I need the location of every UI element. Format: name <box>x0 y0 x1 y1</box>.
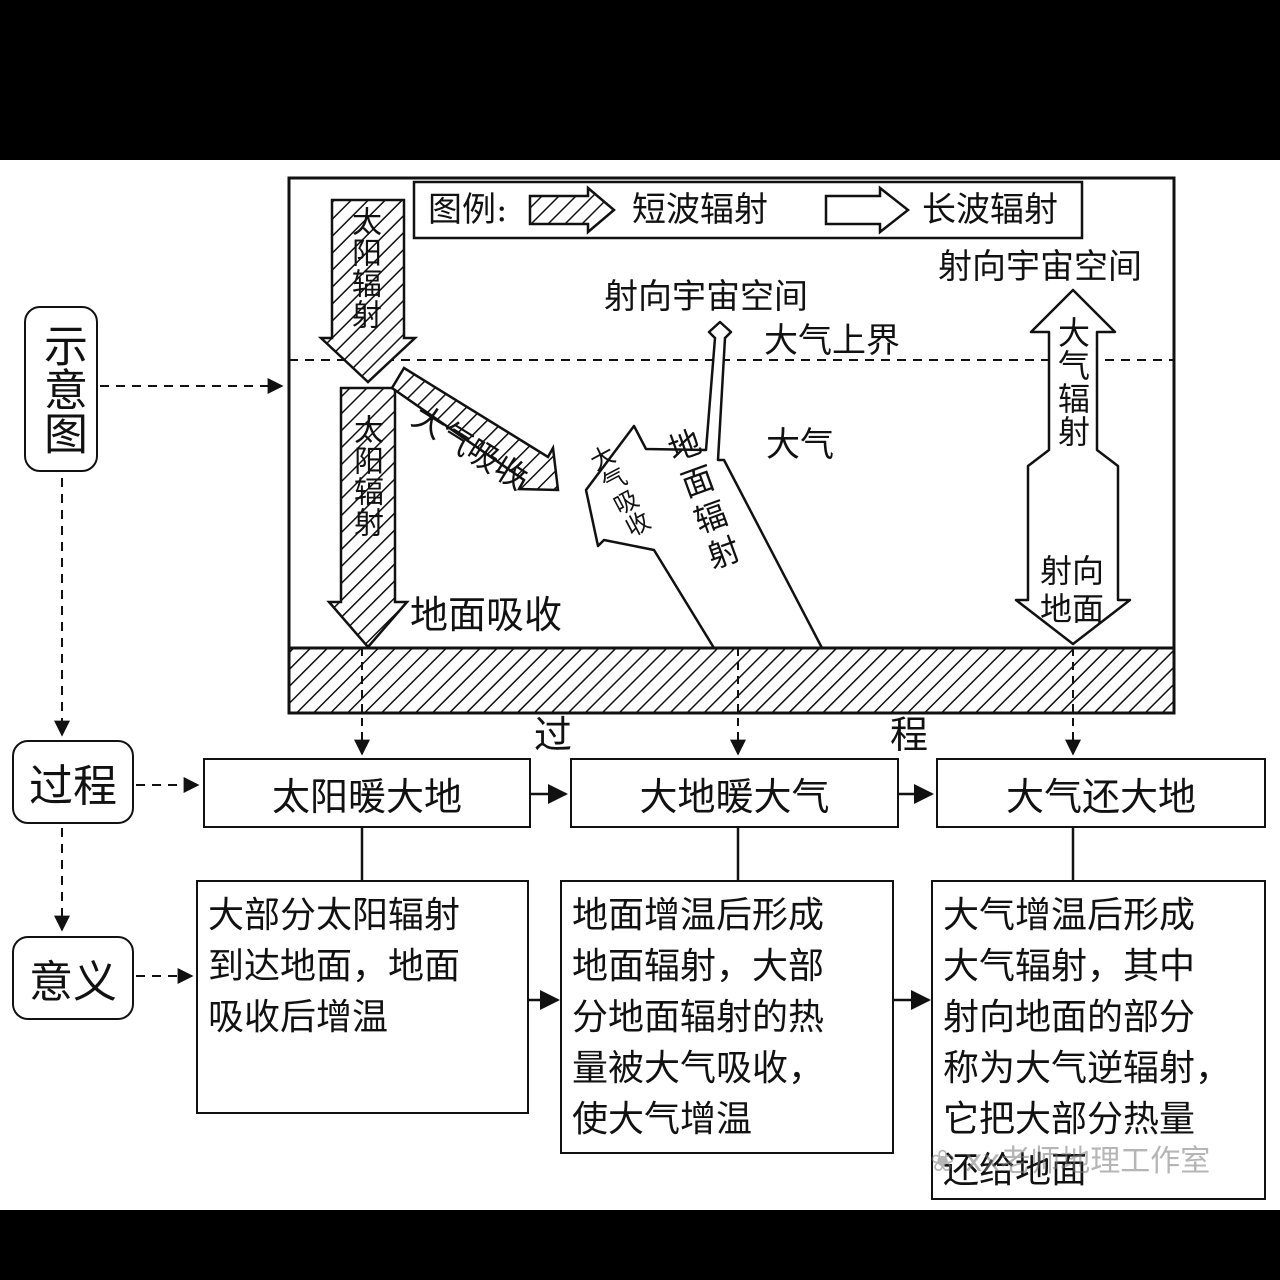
diagram-graphics <box>54 176 1176 1010</box>
meaning-box-1: 大部分太阳辐射 到达地面，地面 吸收后增温 <box>196 880 529 1114</box>
legend-longwave-arrow-icon <box>824 185 911 235</box>
legend-box <box>412 180 1084 240</box>
process-box-3: 大气还大地 <box>936 758 1266 828</box>
side-label-process: 过程 <box>12 740 134 824</box>
solar-radiation-label-top: 太阳辐射 <box>346 206 381 330</box>
solar-radiation-arrow-bottom <box>326 386 410 649</box>
toward-ground-label: 射向地面 <box>1040 552 1105 628</box>
ground-absorb-label: 地面吸收 <box>410 593 563 637</box>
legend-title: 图例: <box>428 190 508 230</box>
ground-radiation-arrow <box>584 320 824 650</box>
watermark-icon: ❀ <box>930 1144 956 1179</box>
solar-radiation-label-bottom: 太阳辐射 <box>348 414 383 538</box>
side-label-meaning: 意义 <box>12 936 134 1020</box>
atmosphere-label: 大气 <box>766 425 834 465</box>
legend-longwave-label: 长波辐射 <box>922 190 1058 230</box>
atmosphere-radiation-arrow <box>1014 288 1132 646</box>
legend-shortwave-label: 短波辐射 <box>632 190 768 230</box>
atmosphere-radiation-label: 大气辐射 <box>1053 316 1091 448</box>
process-char-1: 过 <box>534 713 573 757</box>
diagram-canvas: 图例: 短波辐射 长波辐射 太阳辐射 太阳辐射 大气吸收 射向宇宙空间 射向宇宙… <box>0 160 1280 1210</box>
watermark: ❀ xx老师地理工作室 <box>930 1136 1210 1180</box>
watermark-text: xx老师地理工作室 <box>964 1144 1211 1179</box>
meaning-box-2: 地面增温后形成 地面辐射，大部 分地面辐射的热 量被大气吸收， 使大气增温 <box>560 880 894 1154</box>
legend-shortwave-arrow-icon <box>528 185 616 235</box>
to-space-label-right: 射向宇宙空间 <box>938 247 1142 287</box>
upper-boundary-label: 大气上界 <box>764 321 900 361</box>
process-box-2: 大地暖大气 <box>570 758 899 828</box>
side-label-schematic: 示意图 <box>24 306 98 472</box>
meaning-box-3: 大气增温后形成 大气辐射，其中 射向地面的部分 称为大气逆辐射， 它把大部分热量… <box>931 880 1266 1200</box>
to-space-label-left: 射向宇宙空间 <box>604 277 808 317</box>
process-box-1: 太阳暖大地 <box>203 758 531 828</box>
ground-strip <box>287 646 1176 715</box>
atmosphere-absorb-sw-arrow <box>390 366 560 492</box>
process-char-2: 程 <box>890 713 929 757</box>
solar-radiation-arrow-top <box>317 198 419 384</box>
